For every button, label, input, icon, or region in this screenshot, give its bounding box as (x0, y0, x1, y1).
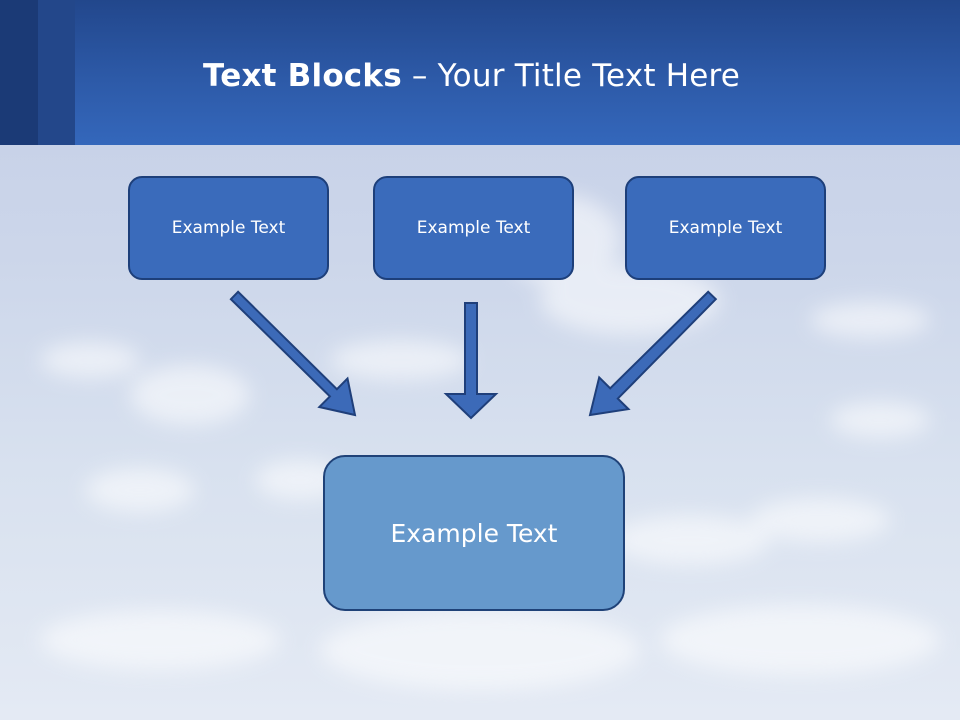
arrow-left (229, 290, 357, 417)
text-block-3[interactable]: Example Text (625, 176, 826, 280)
header-accent-strip-secondary (38, 0, 75, 145)
arrow-right (588, 290, 718, 417)
text-block-1[interactable]: Example Text (128, 176, 329, 280)
header-accent-strip (0, 0, 38, 145)
text-block-2[interactable]: Example Text (373, 176, 574, 280)
text-block-2-label: Example Text (416, 218, 531, 238)
header-bar: Text Blocks – Your Title Text Here (0, 0, 960, 145)
text-block-1-label: Example Text (171, 218, 286, 238)
text-block-3-label: Example Text (668, 218, 783, 238)
target-block-label: Example Text (390, 518, 558, 548)
page-title: Text Blocks – Your Title Text Here (203, 52, 740, 100)
target-block[interactable]: Example Text (323, 455, 625, 611)
title-rest: – Your Title Text Here (401, 58, 741, 94)
title-bold: Text Blocks (203, 58, 402, 94)
arrow-center (443, 302, 499, 420)
